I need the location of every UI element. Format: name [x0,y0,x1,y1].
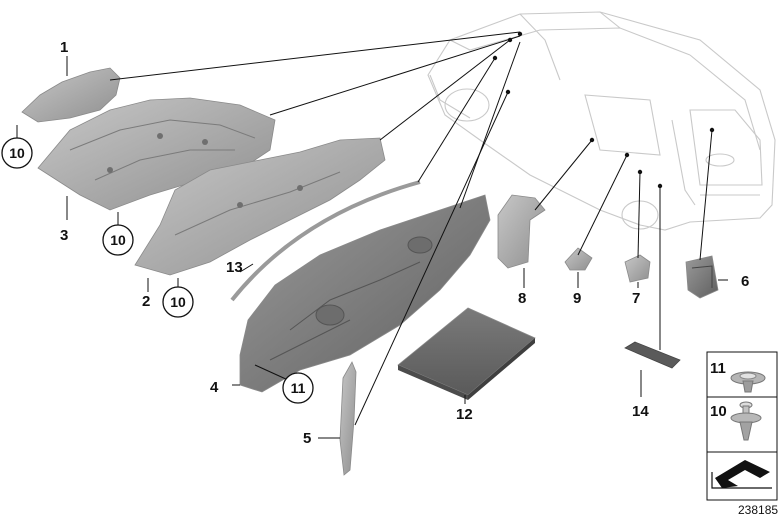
part-6-bracket [685,255,719,299]
direction-arrow-icon [711,460,772,489]
leader-lines [16,31,728,439]
circled-callout-11: 11 [282,372,314,404]
callout-14: 14 [632,403,649,420]
legend-label-11: 11 [710,360,726,377]
leader-dots [492,31,715,189]
part-5-side-trim [339,361,357,476]
callout-7: 7 [632,290,640,307]
part-8-panel [497,194,546,269]
callout-8: 8 [518,290,526,307]
circled-callout-10-c: 10 [162,286,194,318]
svg-text:10: 10 [170,294,186,310]
callout-13: 13 [226,259,243,276]
legend-label-10: 10 [710,403,727,420]
callout-9: 9 [573,290,581,307]
callout-2: 2 [142,293,150,310]
part-2-center-insulator [134,137,386,276]
part-3-floor-insulator [37,97,276,211]
part-1-insulator [21,67,121,123]
part-12-mat [397,307,536,400]
circled-callout-10-a: 10 [1,137,33,169]
part-7-cover [624,254,651,283]
callout-6: 6 [741,273,749,290]
document-id: 238185 [738,503,778,517]
expanding-rivet-icon [730,401,762,441]
callout-5: 5 [303,430,311,447]
legend-box: 11 10 [706,351,778,501]
vehicle-outline [427,11,776,231]
part-4-bulkhead-insulator [239,194,491,393]
part-9-clip [564,247,593,271]
callout-4: 4 [210,379,219,396]
circled-callout-10-b: 10 [102,224,134,256]
part-13-trim-strip [230,180,421,302]
svg-text:10: 10 [9,145,25,161]
callout-12: 12 [456,406,473,423]
part-14-strip [624,341,681,369]
push-rivet-icon [730,371,766,393]
svg-text:10: 10 [110,232,126,248]
callout-1: 1 [60,39,68,56]
callout-3: 3 [60,227,68,244]
svg-text:11: 11 [291,380,306,396]
